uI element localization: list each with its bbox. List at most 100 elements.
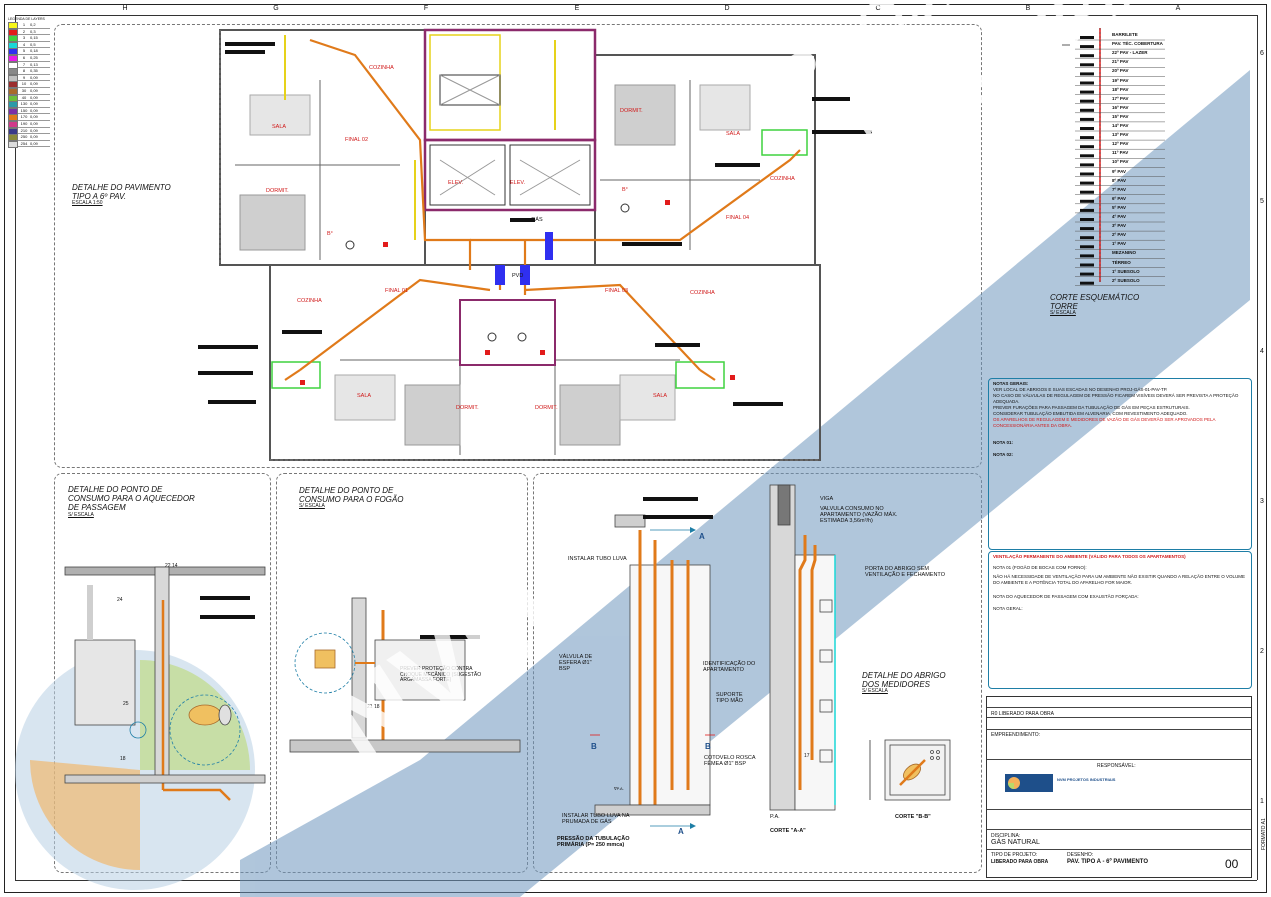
riser-floor-label: 4º PAV [1112,214,1126,219]
legend-value: 0,09 [30,114,38,120]
ventilation-notes-box [988,551,1252,689]
riser-level-tag [1080,81,1094,85]
riser-level-tag [1080,90,1094,94]
callout-bar [622,242,682,246]
riser-title: CORTE ESQUEMÁTICO TORRE S/ ESCALA [1050,293,1160,317]
detail-aquecedor-title-text: DETALHE DO PONTO DE CONSUMO PARA O AQUEC… [68,485,195,513]
column-marker: A [1175,5,1181,12]
callout-bar [733,402,783,406]
callout-bar [643,497,698,501]
label-pa: P.A. [770,814,780,820]
riser-level-tag [1080,99,1094,103]
legend-value: 0,3 [30,28,36,34]
note-line-red: OS APARELHOS DE REGULAGEM E MEDIDORES DE… [993,417,1216,429]
room-label: FINAL 02 [345,137,369,143]
frame-rule-left [15,15,16,880]
label-porta-abrigo: PORTA DO ABRIGO SEM VENTILAÇÃO E FECHAME… [865,566,945,579]
notes-heading: NOTAS GERAIS: [993,381,1029,386]
riser-floor-label: 7º PAV [1112,186,1126,192]
room-label: COZINHA [369,65,394,71]
frame-rule-bottom [15,880,1257,881]
tb-row [987,717,1251,718]
section-marker-a: A [678,827,684,836]
note-line: VER LOCAL DE ABRIGOS E SUAS ESCADAS NO D… [993,387,1168,393]
section-marker-a: A [699,532,705,541]
riser-level-tag [1080,227,1094,231]
detail-medidores-title-text: DETALHE DO ABRIGO DOS MEDIDORES [862,671,946,690]
legend-swatch [8,22,18,29]
legend-index: 10 [21,81,27,87]
ventilation-line: NOTA 01 (FOGÃO DE BOCAS COM FORNO): [993,565,1087,571]
detail-medidores-scale: S/ ESCALA [862,688,888,695]
section-marker-b: B [591,742,597,751]
label-cotovelo: COTOVELO ROSCA FÊMEA Ø1" BSP [704,755,756,768]
callout-bar [812,130,872,134]
riser-level-tag [1080,190,1094,194]
legend-index: 9 [22,74,26,80]
tb-row [987,809,1251,810]
legend-swatch [8,41,18,49]
room-label: FINAL 03 [605,288,629,294]
riser-level-tag [1080,172,1094,176]
note-line: PREVER FURAÇÕES PARA PASSAGEM DA TUBULAÇ… [993,405,1190,411]
room-label: GÁS [531,217,543,223]
riser-floor-label: 15º PAV [1112,113,1129,119]
callout-bar [225,50,265,54]
tb-sheet-number: 00 [1225,857,1239,871]
column-marker: D [724,5,730,12]
room-label: ELEV. [448,180,464,186]
label-instalar-prumada: INSTALAR TUBO LUVA NA PRUMADA DE GÁS [562,813,630,826]
ventilation-line: NÃO HÁ NECESSIDADE DE VENTILAÇÃO PARA UM… [993,574,1245,586]
row-marker: 6 [1260,50,1264,57]
title-block: R0 LIBERADO PARA OBRA EMPREENDIMENTO: RE… [986,696,1252,878]
ventilation-notes: VENTILAÇÃO PERMANENTE DO AMBIENTE (VÁLID… [993,554,1251,612]
callout-bar [200,615,255,619]
svg-text:22 14: 22 14 [165,563,178,569]
general-notes-box [988,378,1252,550]
room-label: SALA [726,131,741,137]
riser-floor-label: 11º PAV [1112,150,1129,156]
legend-swatch [8,114,18,122]
callout-bar [655,343,700,347]
room-label: SALA [357,393,372,399]
svg-text:18: 18 [120,756,126,762]
detail-medidores-title: DETALHE DO ABRIGO DOS MEDIDORES S/ ESCAL… [862,671,952,695]
column-marker: H [122,5,128,12]
legend-swatch [8,61,18,69]
legend-swatch [8,68,18,76]
gas-piping-plan [284,38,801,381]
legend-swatch [8,81,18,89]
riser-floor-lines [1075,36,1165,286]
legend-index: 1 [22,22,26,27]
legend-value: 0,13 [30,61,38,67]
riser-floor-label: 6º PAV [1112,195,1126,201]
callout-bar [200,596,250,600]
room-label: PVD [512,273,524,279]
corte-aa-label: CORTE "A-A" [770,828,806,834]
room-label: COZINHA [770,176,795,182]
legend-index: 190 [20,120,28,126]
riser-floor-label: 2º PAV [1112,232,1126,238]
room-label: SALA [272,124,287,130]
floor-plan [219,28,821,461]
riser-level-tag [1080,181,1094,185]
riser-floor-label: 5º PAV [1112,204,1126,210]
legend-value: 0,09 [30,134,38,140]
riser-diagram [1062,28,1101,282]
ventilation-line: NOTA GERAL: [993,606,1023,612]
callout-bar [643,515,713,519]
heater-detail: 22 14 24 25 18 [64,563,266,801]
